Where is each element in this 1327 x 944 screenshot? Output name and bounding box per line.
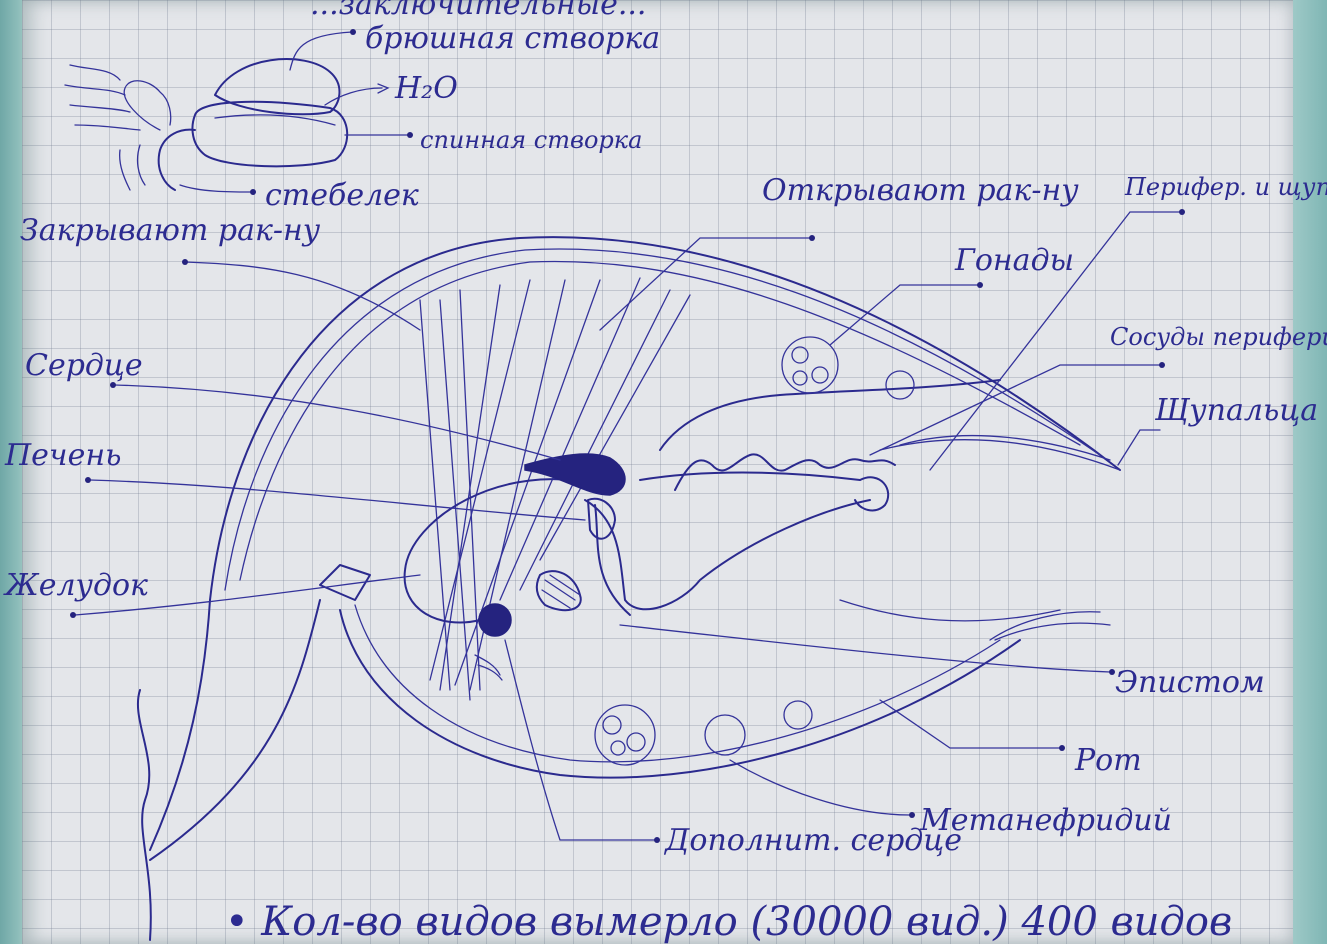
label-open-shell: Открывают рак-ну [762, 173, 1079, 208]
label-heart: Сердце [25, 348, 143, 383]
label-periphery-vessels: Сосуды периферии [1110, 323, 1327, 351]
label-epistome: Эпистом [1115, 665, 1265, 700]
bottom-note: • Кол-во видов вымерло (30000 вид.) 400 … [225, 899, 1232, 944]
label-stomach: Желудок [3, 568, 148, 603]
label-dorsal-valve: спинная створка [420, 126, 642, 154]
small-shell-sketch [65, 29, 413, 195]
top-text-fragment: ...заключительные... [310, 0, 646, 22]
label-ventral-valve: брюшная створка [365, 21, 660, 56]
label-stalk: стебелек [265, 178, 419, 213]
label-close-shell: Закрывают рак-ну [20, 213, 321, 248]
label-tentacles: Щупальца [1154, 393, 1318, 428]
label-top-right-note: Перифер. и щупальце щупальца [1124, 173, 1327, 201]
label-accessory-heart: Дополнит. сердце [663, 823, 962, 858]
leader-lines [70, 209, 1185, 843]
label-mouth: Рот [1074, 743, 1142, 778]
label-water: H₂O [394, 71, 458, 106]
label-liver: Печень [4, 438, 121, 473]
label-gonads: Гонады [954, 243, 1074, 278]
